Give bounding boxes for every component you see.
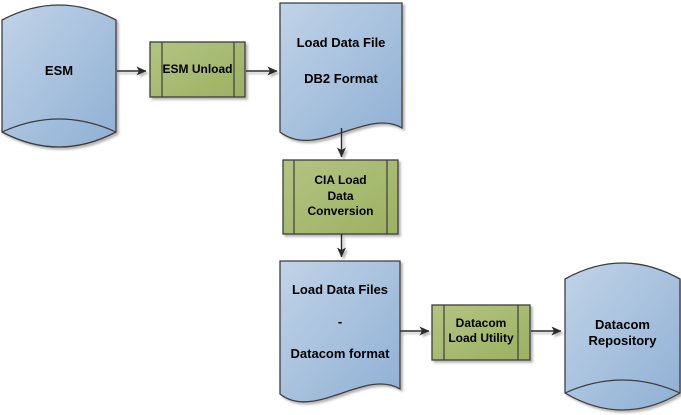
cia-conversion-process-shape (282, 159, 399, 235)
node-load-data-file-db2 (279, 2, 403, 141)
repository-cylinder-bottom-curve (564, 379, 681, 394)
db2-document-shape (279, 2, 403, 141)
node-esm-unload (149, 41, 246, 98)
node-datacom-load-utility (431, 304, 531, 361)
repository-cylinder-shape (564, 262, 681, 411)
node-cia-load-data-conversion (282, 159, 399, 235)
datacom-load-utility-process-shape (431, 304, 531, 361)
datacom-document-shape (279, 260, 401, 403)
node-esm (1, 4, 117, 148)
node-load-data-files-datacom (279, 260, 401, 403)
esm-cylinder-bottom-curve (1, 118, 117, 133)
esm-unload-process-shape (149, 41, 246, 98)
node-datacom-repository (564, 262, 681, 411)
